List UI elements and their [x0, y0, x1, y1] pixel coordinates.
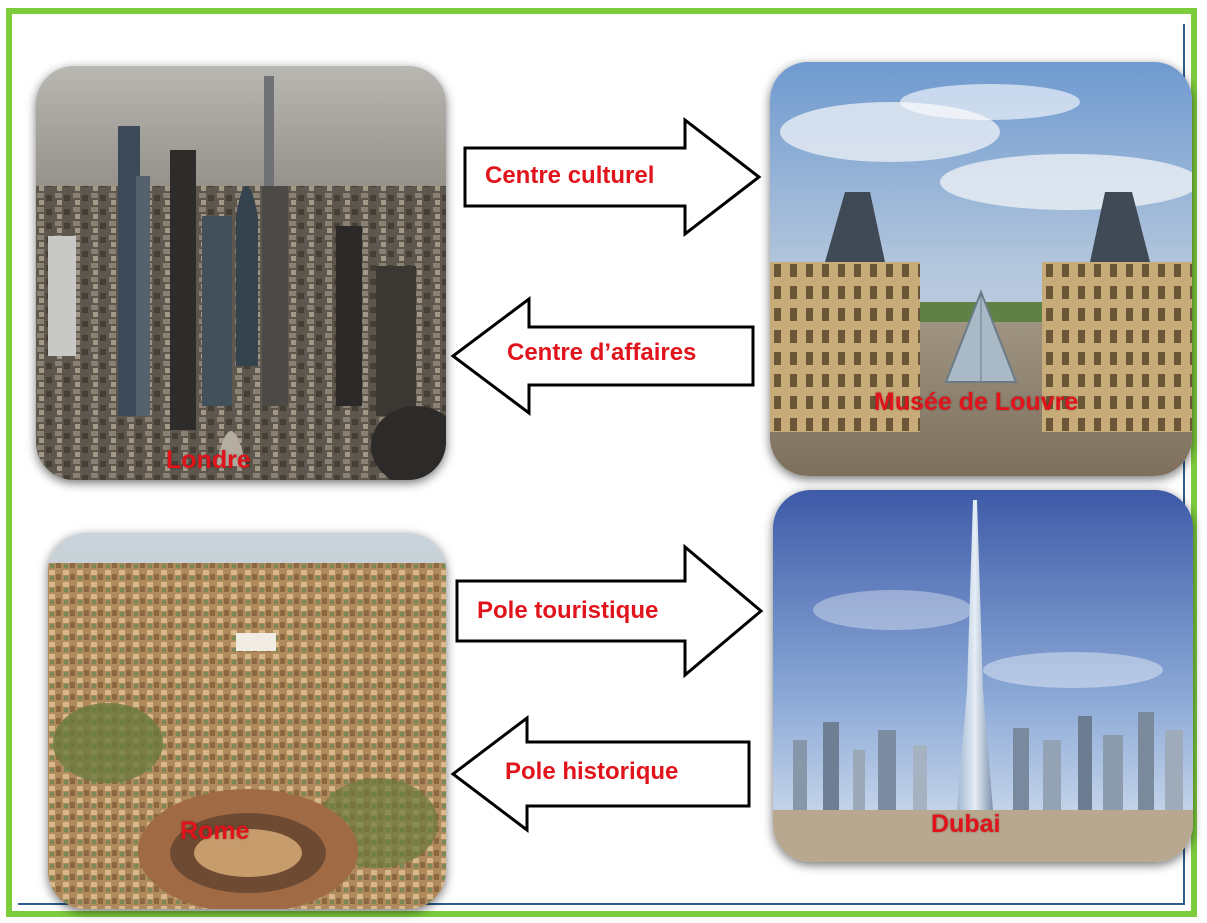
arrow-label-centre-culturel: Centre culturel — [485, 162, 655, 189]
london-label: Londre — [166, 446, 251, 474]
inner-frame — [18, 24, 1185, 905]
dubai-photo: Dubai — [773, 490, 1193, 862]
arrow-left-icon — [450, 296, 755, 416]
dubai-label: Dubai — [931, 810, 1001, 838]
arrow-right-centre-culturel: Centre culturel — [463, 116, 763, 238]
louvre-label: Musée de Louvre — [874, 388, 1079, 416]
arrow-left-pole-historique: Pole historique — [449, 714, 751, 834]
arrow-label-pole-touristique: Pole touristique — [477, 597, 659, 624]
arrow-right-pole-touristique: Pole touristique — [455, 543, 765, 679]
rome-image — [48, 533, 446, 909]
rome-photo: Rome — [48, 533, 446, 909]
arrow-right-icon — [463, 116, 762, 238]
london-skyline-image — [36, 66, 446, 480]
dubai-image — [773, 490, 1193, 862]
arrow-right-icon — [455, 543, 764, 679]
rome-label: Rome — [180, 817, 250, 845]
arrow-left-centre-affaires: Centre d’affaires — [449, 296, 755, 416]
arrow-left-icon — [450, 714, 751, 834]
arrow-label-pole-historique: Pole historique — [505, 758, 679, 785]
louvre-photo: Musée de Louvre — [770, 62, 1192, 476]
london-photo: Londre — [36, 66, 446, 480]
louvre-image — [770, 62, 1192, 476]
arrow-label-centre-affaires: Centre d’affaires — [507, 339, 697, 366]
